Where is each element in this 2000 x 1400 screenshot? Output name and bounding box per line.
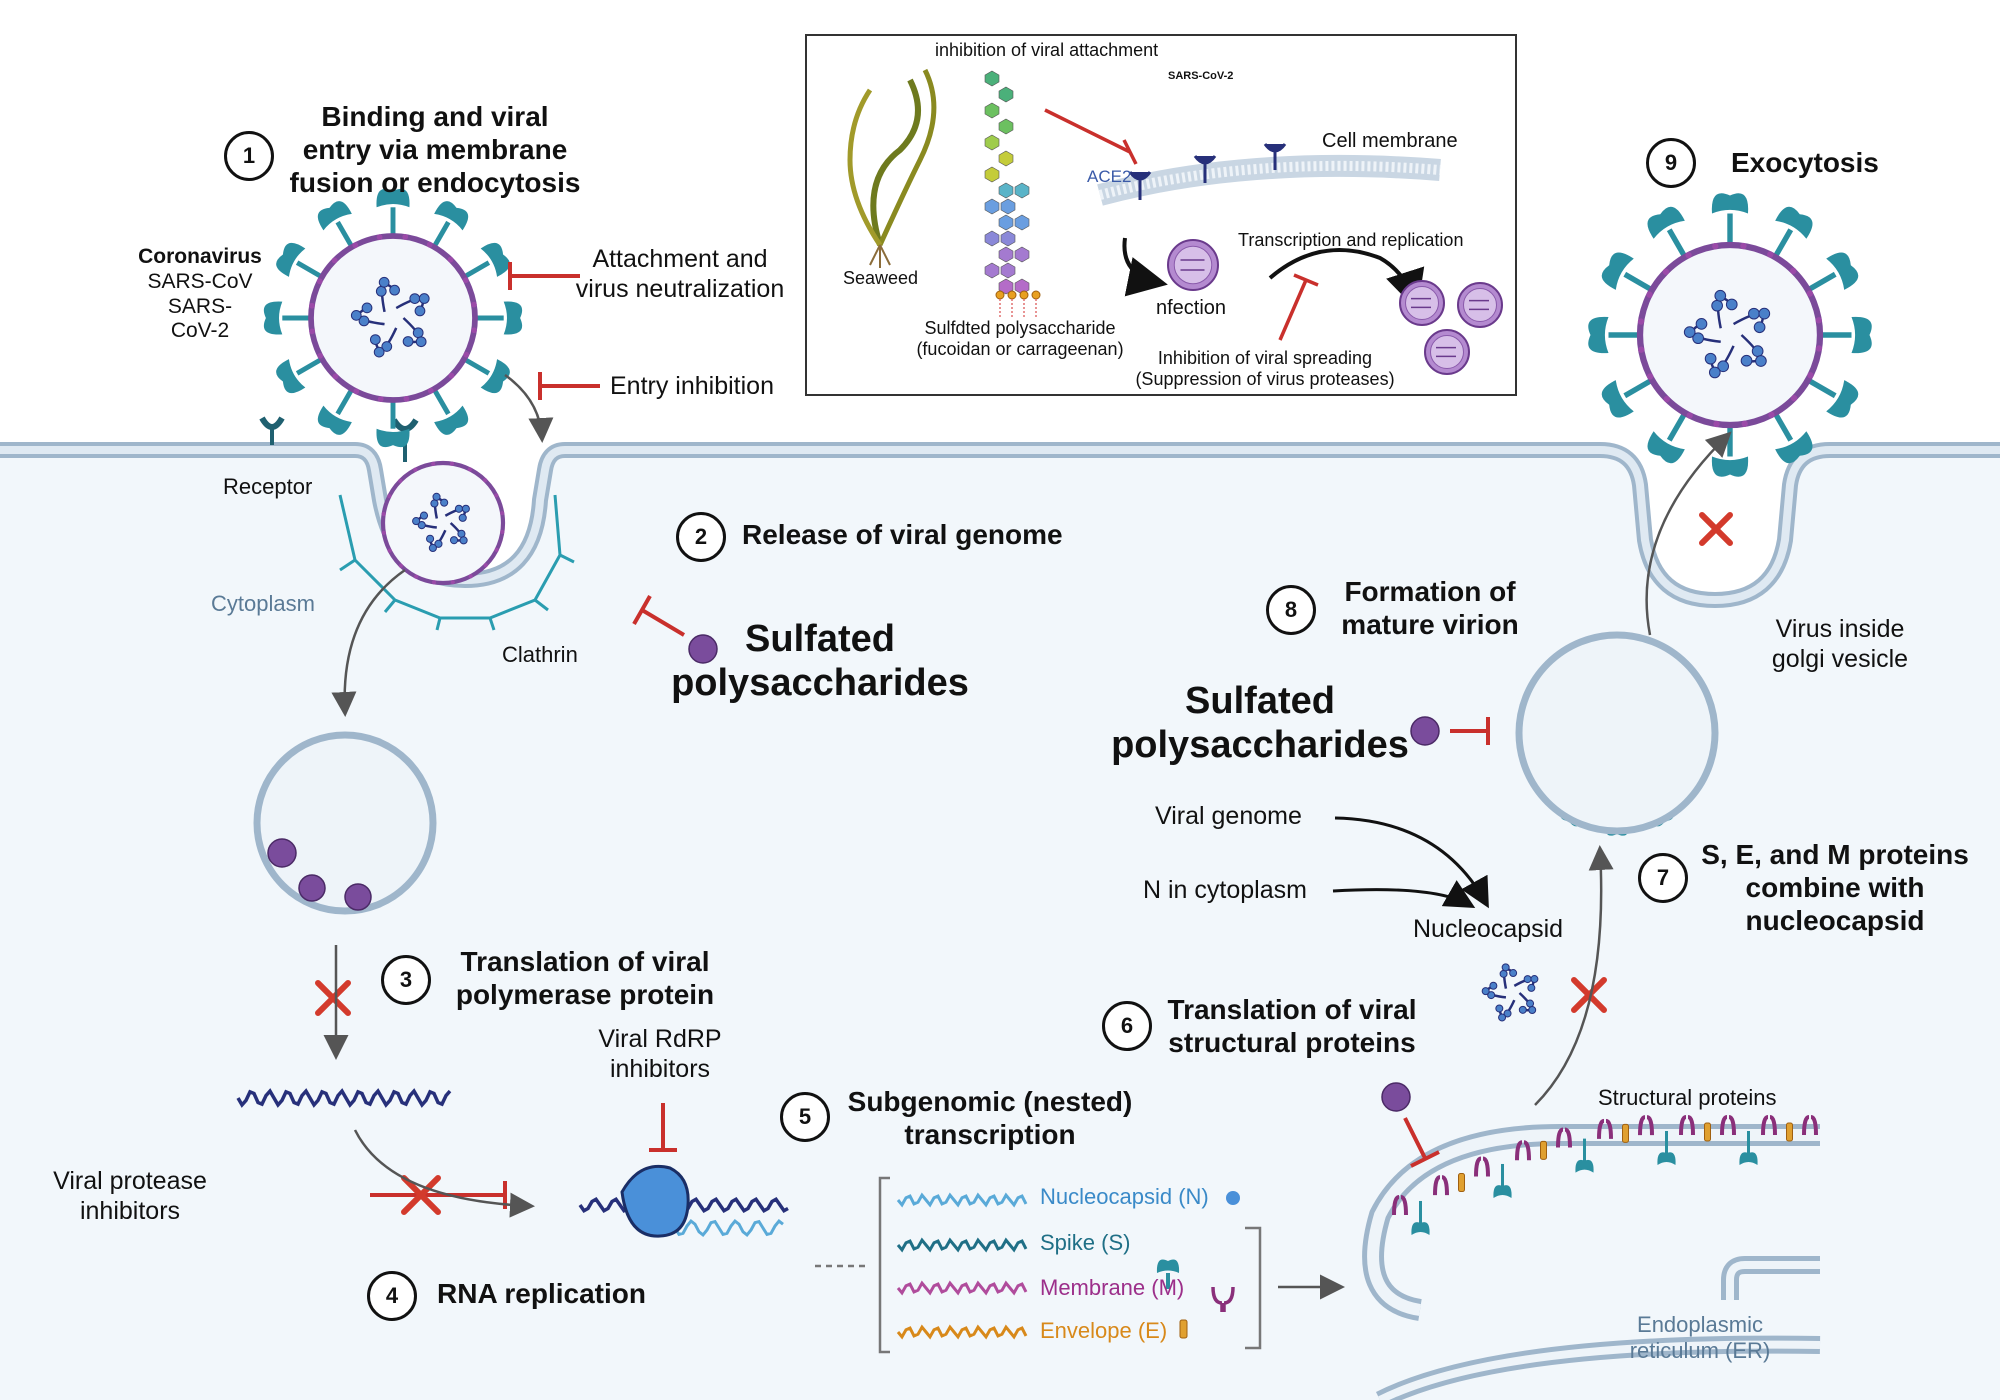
- inset-infection-label: nfection: [1156, 297, 1227, 319]
- inset-ace2-receptors: [1128, 143, 1287, 200]
- receptor-1: [259, 416, 285, 445]
- nucleocapsid-icon: [1481, 963, 1539, 1022]
- inset-box: [805, 34, 1517, 396]
- step-1-badge: 1: [224, 131, 274, 181]
- step-5-title: Subgenomic (nested)transcription: [847, 1086, 1133, 1151]
- nucleocapsid-label: Nucleocapsid: [1413, 915, 1564, 943]
- envelope-protein-icon: [1179, 1319, 1188, 1339]
- cytoplasm-region: [0, 450, 2000, 1400]
- assembly-arrows: [1332, 816, 1489, 909]
- seaweed-icon: [847, 68, 937, 268]
- viral-genome-label: Viral genome: [1155, 802, 1302, 830]
- purple-balls: [267, 634, 1440, 1112]
- golgi-vesicle: [1515, 631, 1719, 835]
- transcript-label-m: Membrane (M): [1040, 1275, 1185, 1300]
- inset-sulfated-label: Sulfdted polysaccharide(fucoidan or carr…: [916, 318, 1124, 360]
- transcript-spike: [896, 1237, 1028, 1253]
- rna-product: [673, 1219, 784, 1237]
- inset-attachment-inhibitor: [1044, 108, 1138, 165]
- transcript-membrane: [896, 1280, 1028, 1296]
- receptor-label: Receptor: [223, 474, 313, 499]
- inset-ace2-label: ACE2: [1087, 167, 1132, 186]
- transcript-envelope: [896, 1324, 1028, 1340]
- flow-arrows: [323, 373, 1732, 1300]
- inset-transcription-label: Transcription and replication: [1238, 230, 1464, 250]
- rna-strand: [236, 1088, 452, 1108]
- cytoplasm-label: Cytoplasm: [211, 591, 315, 616]
- step-5-badge: 5: [780, 1092, 830, 1142]
- coronavirus-particle: [263, 188, 523, 448]
- entry-inhibition-label: Entry inhibition: [610, 372, 774, 400]
- step-3-badge: 3: [381, 955, 431, 1005]
- n-cytoplasm-label: N in cytoplasm: [1143, 876, 1307, 904]
- step-7-badge: 7: [1638, 853, 1688, 903]
- inset-spreading-label: Inhibition of viral spreading(Suppressio…: [1135, 348, 1395, 390]
- step-6-badge: 6: [1102, 1001, 1152, 1051]
- inset-seaweed-label: Seaweed: [843, 268, 919, 288]
- step-2-badge: 2: [676, 512, 726, 562]
- endocytosed-virus: [380, 460, 506, 586]
- step-9-title: Exocytosis: [1731, 147, 1879, 178]
- exocytosed-virus: [1588, 193, 1872, 477]
- membrane-protein-icon: [1211, 1286, 1235, 1312]
- polysaccharide-chain: [984, 70, 1041, 318]
- structural-proteins-label: Structural proteins: [1598, 1085, 1777, 1110]
- step-4-badge: 4: [367, 1271, 417, 1321]
- rdrp-enzyme: [620, 1165, 690, 1238]
- transcript-label-n: Nucleocapsid (N): [1040, 1184, 1209, 1209]
- step-2-title: Release of viral genome: [742, 519, 1063, 550]
- transcript-bracket: [815, 1176, 1262, 1354]
- er-structural-proteins: [1392, 1115, 1818, 1235]
- nucleocapsid-dot-icon: [1226, 1191, 1240, 1205]
- endosome-vesicle: [253, 731, 437, 915]
- inhibitor-bars: [370, 262, 1490, 1209]
- step-9-badge: 9: [1646, 138, 1696, 188]
- transcript-label-s: Spike (S): [1040, 1230, 1131, 1255]
- inset-cell-membrane-label: Cell membrane: [1322, 130, 1458, 152]
- transcript-nucleocapsid: [896, 1192, 1028, 1208]
- step-8-badge: 8: [1266, 585, 1316, 635]
- inset-title: inhibition of viral attachment: [935, 40, 1159, 60]
- step-4-title: RNA replication: [437, 1278, 646, 1309]
- inset-sars-label: SARS-CoV-2: [1168, 70, 1234, 82]
- inset-infected-cells: [1167, 239, 1503, 375]
- clathrin-coat: [338, 494, 562, 620]
- block-marks: [315, 512, 1733, 1215]
- transcript-label-e: Envelope (E): [1040, 1318, 1168, 1343]
- endoplasmic-reticulum: [1362, 1124, 1821, 1400]
- clathrin-label: Clathrin: [502, 642, 578, 667]
